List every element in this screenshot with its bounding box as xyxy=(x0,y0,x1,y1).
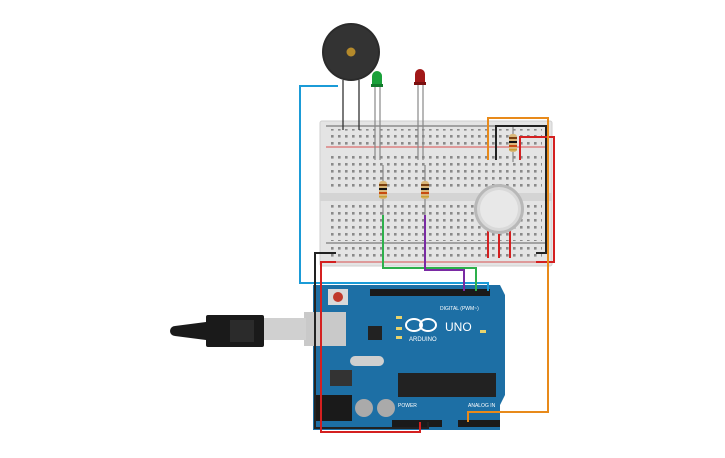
gas-sensor[interactable] xyxy=(474,184,524,258)
wire-red-5v[interactable] xyxy=(320,261,421,433)
analog-label: ANALOG IN xyxy=(468,403,496,409)
wire-black-rail[interactable] xyxy=(495,125,547,254)
arduino-logo-icon xyxy=(405,318,423,332)
wire-orange-analog[interactable] xyxy=(467,117,549,422)
digital-header[interactable] xyxy=(370,289,490,296)
piezo-buzzer[interactable] xyxy=(322,23,380,130)
resistor-red-led[interactable] xyxy=(421,165,429,215)
digital-label: DIGITAL (PWM~) xyxy=(440,306,479,312)
atmega-chip xyxy=(398,373,496,397)
wire-purple[interactable] xyxy=(424,215,465,291)
arduino-model-text: UNO xyxy=(445,320,472,334)
usb-cable[interactable] xyxy=(170,315,306,347)
usb-port xyxy=(304,312,346,346)
analog-header[interactable] xyxy=(458,420,500,427)
wire-blue[interactable] xyxy=(299,85,489,291)
green-led[interactable] xyxy=(371,71,383,160)
resistor-sensor[interactable] xyxy=(509,127,517,162)
arduino-brand-text: ARDUINO xyxy=(409,337,437,343)
red-led[interactable] xyxy=(414,69,426,160)
power-header[interactable] xyxy=(392,420,442,427)
wire-green[interactable] xyxy=(382,215,477,291)
reset-button[interactable] xyxy=(333,292,343,302)
power-label: POWER xyxy=(398,403,417,409)
resistor-green-led[interactable] xyxy=(379,165,387,215)
arduino-uno-board[interactable]: ARDUINO UNO DIGITAL (PWM~) POWER ANALOG … xyxy=(304,285,505,430)
wire-black-gnd[interactable] xyxy=(314,252,429,429)
